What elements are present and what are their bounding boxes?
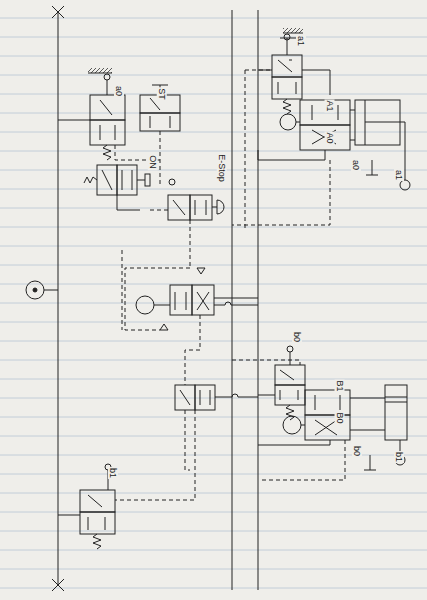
signal-label: b1 — [108, 467, 118, 479]
signal-label: b1 — [394, 451, 404, 463]
signal-label: A0 — [325, 132, 335, 145]
signal-label: a1 — [296, 35, 306, 47]
signal-label: ON — [148, 155, 158, 171]
signal-label: B0 — [335, 412, 345, 425]
signal-label: b0 — [292, 331, 302, 343]
signal-label: b0 — [352, 445, 362, 457]
signal-label: B1 — [335, 380, 345, 393]
signal-label: a0 — [114, 85, 124, 97]
signal-label: A1 — [325, 100, 335, 113]
signal-label: ST — [157, 87, 167, 101]
signal-label: a0 — [351, 159, 361, 171]
signal-label: E-Stop — [217, 153, 227, 183]
signal-label: a1 — [394, 169, 404, 181]
